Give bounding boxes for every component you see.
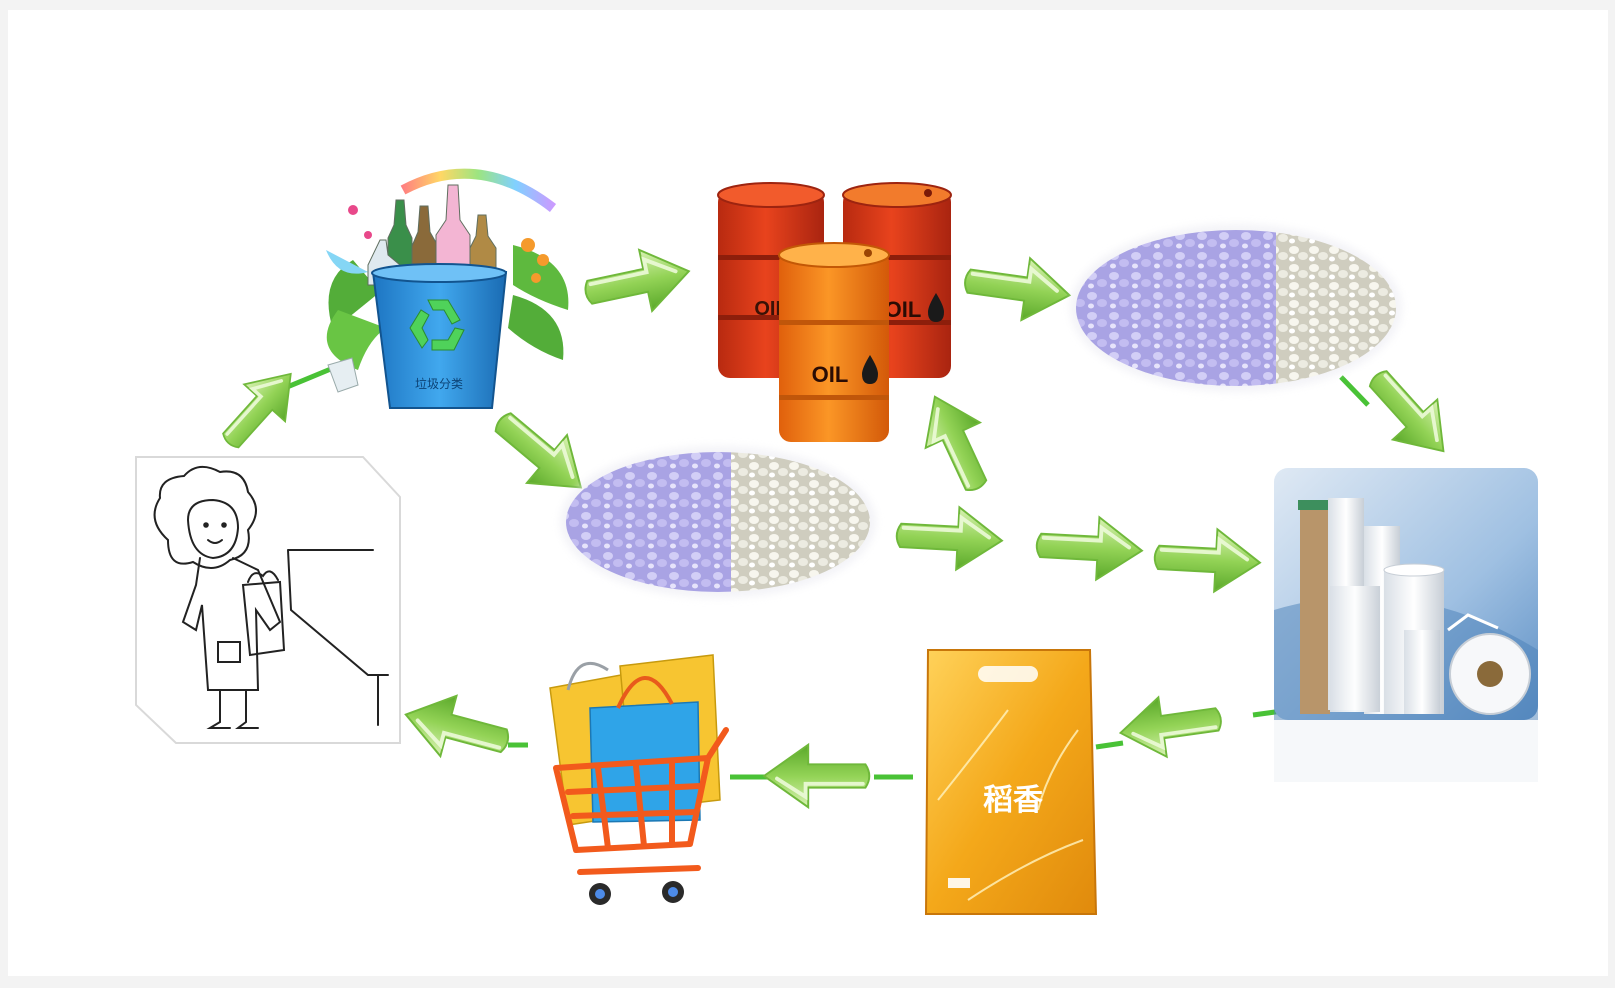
plastic-pellets-icon: [566, 452, 731, 592]
arrow-consumer-to-bin: [206, 353, 314, 464]
arrow-pellets-to-film-3: [1151, 524, 1264, 596]
recycle-bin-label: 垃圾分类: [415, 376, 463, 391]
shopping-cart-node: [549, 654, 729, 905]
film-rolls-node: [1274, 468, 1538, 782]
pellets-top-node: [1070, 224, 1402, 392]
diagram-canvas: 垃圾分类 OIL OIL OIL: [8, 10, 1608, 976]
recycle-icon: [409, 299, 465, 351]
arrow-pellets-to-oil: [905, 382, 1007, 504]
plastic-pellets-icon: [731, 452, 870, 592]
arrow-film-to-bag: [1114, 687, 1227, 765]
rice-bag-icon: [937, 709, 1084, 901]
oil-drop-icon: [928, 293, 944, 322]
arrow-pellets-to-film-2: [1033, 512, 1146, 584]
rice-bag-label: 稻香: [983, 783, 1043, 818]
connector-lines: [279, 363, 1370, 780]
oil-barrels-node: OIL OIL OIL: [717, 182, 952, 442]
oil-label-3: OIL: [812, 362, 849, 387]
oil-barrel-front: OIL: [778, 242, 890, 442]
arrow-bag-to-cart: [762, 742, 872, 810]
arrow-cart-to-consumer: [395, 682, 518, 774]
arrow-bin-to-oil: [577, 238, 698, 326]
shopping-cart-icon: [553, 727, 729, 875]
plastic-recycling-cycle-diagram: 垃圾分类 OIL OIL OIL: [135, 168, 1538, 915]
arrow-pellets-to-film-top: [1351, 353, 1468, 474]
arrow-oil-to-pellets: [958, 247, 1076, 329]
plastic-pellets-icon: [1076, 230, 1276, 386]
consumer-card: [135, 456, 401, 744]
arrow-pellets-to-film-1: [893, 502, 1006, 574]
recycle-bin-node: 垃圾分类: [326, 168, 569, 409]
rice-bag-node: 稻香: [924, 649, 1098, 915]
shopper-sketch-icon: [153, 465, 389, 729]
oil-label-2: OIL: [885, 297, 922, 322]
oil-drop-icon: [862, 355, 878, 384]
pellets-mid-node: [560, 446, 876, 598]
film-roll-icon: [1298, 498, 1531, 715]
